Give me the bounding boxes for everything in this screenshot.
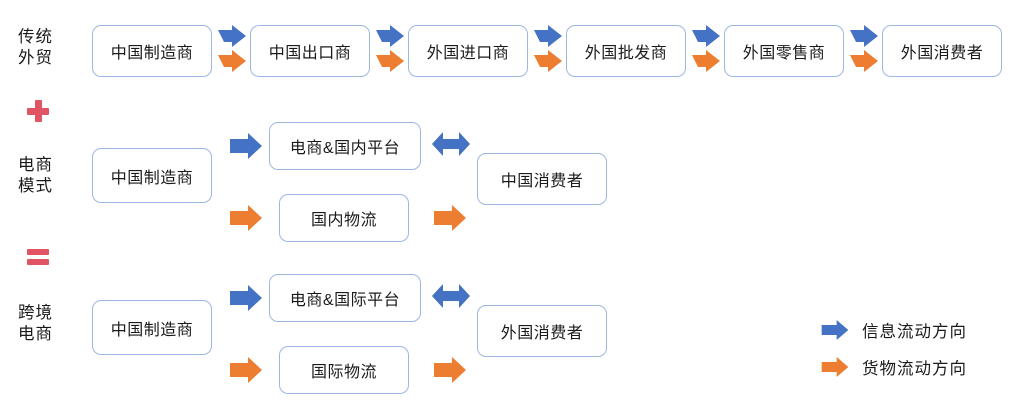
- node-label: 外国消费者: [500, 325, 584, 342]
- node-label: 国内物流: [310, 212, 377, 229]
- node-ecommerce-consumer[interactable]: 中国消费者: [477, 153, 607, 205]
- equals-operator-icon: [27, 248, 49, 266]
- node-label: 外国进口商: [426, 45, 510, 62]
- node-label: 外国批发商: [584, 45, 668, 62]
- node-label: 中国制造商: [110, 169, 194, 187]
- info-flow-arrow-icon: [532, 23, 564, 55]
- goods-flow-arrow-icon: [432, 354, 468, 386]
- blue-right-arrow-icon: [820, 318, 850, 342]
- node-traditional-2[interactable]: 外国进口商: [408, 25, 528, 77]
- node-traditional-5[interactable]: 外国消费者: [882, 25, 1002, 77]
- legend: 信息流动方向 货物流动方向: [820, 318, 1020, 388]
- goods-flow-arrow-icon: [432, 202, 468, 234]
- legend-label: 信息流动方向: [862, 323, 967, 341]
- goods-flow-arrow-icon: [532, 48, 564, 80]
- node-crossborder-platform[interactable]: 电商&国际平台: [269, 274, 421, 322]
- info-flow-arrow-icon: [374, 23, 406, 55]
- info-flow-arrow-icon: [228, 282, 264, 314]
- legend-item-goods-flow: 货物流动方向: [820, 355, 967, 379]
- node-label: 国际物流: [310, 364, 377, 381]
- goods-flow-arrow-icon: [228, 202, 264, 234]
- goods-flow-arrow-icon: [374, 48, 406, 80]
- node-crossborder-manufacturer[interactable]: 中国制造商: [92, 300, 212, 355]
- info-flow-arrow-icon: [228, 130, 264, 162]
- node-label: 外国消费者: [900, 45, 984, 62]
- goods-flow-arrow-icon: [690, 48, 722, 80]
- goods-flow-arrow-icon: [228, 354, 264, 386]
- info-flow-arrow-icon: [690, 23, 722, 55]
- node-label: 外国零售商: [742, 45, 826, 62]
- orange-right-arrow-icon: [820, 355, 850, 379]
- node-label: 中国消费者: [500, 173, 584, 190]
- node-traditional-0[interactable]: 中国制造商: [92, 25, 212, 77]
- info-flow-arrow-icon: [848, 23, 880, 55]
- node-ecommerce-manufacturer[interactable]: 中国制造商: [92, 148, 212, 203]
- row-label-ecommerce: 电商 模式: [18, 156, 53, 196]
- legend-label: 货物流动方向: [862, 360, 967, 378]
- node-traditional-3[interactable]: 外国批发商: [566, 25, 686, 77]
- info-flow-arrow-icon: [216, 23, 248, 55]
- node-label: 中国出口商: [268, 45, 352, 62]
- row-label-traditional: 传统 外贸: [18, 28, 53, 68]
- node-crossborder-logistics[interactable]: 国际物流: [279, 346, 409, 394]
- node-label: 中国制造商: [110, 321, 194, 339]
- goods-flow-arrow-icon: [848, 48, 880, 80]
- legend-item-info-flow: 信息流动方向: [820, 318, 967, 342]
- bidirectional-info-flow-arrow-icon: [430, 129, 472, 159]
- node-ecommerce-logistics[interactable]: 国内物流: [279, 194, 409, 242]
- row-label-crossborder: 跨境 电商: [18, 304, 53, 344]
- node-label: 电商&国际平台: [289, 292, 401, 309]
- node-crossborder-consumer[interactable]: 外国消费者: [477, 305, 607, 357]
- node-label: 电商&国内平台: [289, 140, 401, 157]
- node-traditional-4[interactable]: 外国零售商: [724, 25, 844, 77]
- node-label: 中国制造商: [110, 45, 194, 62]
- goods-flow-arrow-icon: [216, 48, 248, 80]
- bidirectional-info-flow-arrow-icon: [430, 281, 472, 311]
- node-traditional-1[interactable]: 中国出口商: [250, 25, 370, 77]
- plus-operator-icon: [27, 100, 49, 122]
- node-ecommerce-platform[interactable]: 电商&国内平台: [269, 122, 421, 170]
